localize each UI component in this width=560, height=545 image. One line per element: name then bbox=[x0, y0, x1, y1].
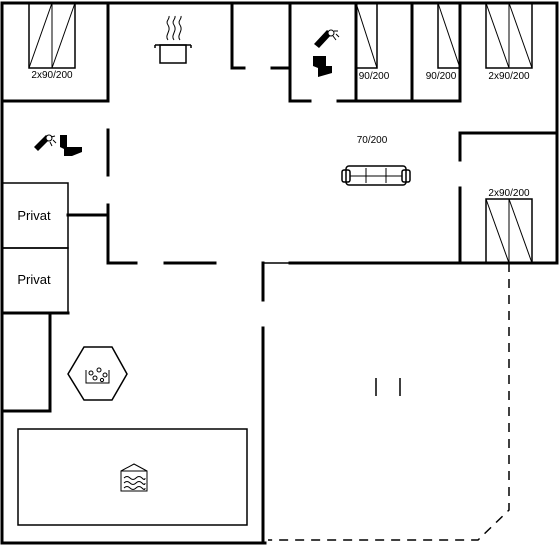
bed-label-living: 70/200 bbox=[357, 135, 388, 146]
bed-right-lower: 2x90/200 bbox=[485, 188, 533, 264]
privat-label-1: Privat bbox=[17, 208, 51, 223]
bed-label-top-mid-a: 90/200 bbox=[359, 71, 390, 82]
cooking-pot-icon bbox=[154, 15, 192, 64]
terrace-outline bbox=[268, 263, 510, 541]
bed-label-top-mid-b: 90/200 bbox=[426, 71, 457, 82]
swimming-pool bbox=[17, 428, 248, 526]
bed-label-right-lower: 2x90/200 bbox=[488, 188, 530, 199]
privat-room-2: Privat bbox=[1, 247, 69, 314]
shower-toilet-icon-left bbox=[34, 134, 82, 156]
privat-room-1: Privat bbox=[1, 182, 69, 249]
interior-walls bbox=[0, 1, 559, 413]
bed-label-top-right: 2x90/200 bbox=[488, 71, 530, 82]
bed-label-top-left: 2x90/200 bbox=[31, 70, 73, 81]
privat-label-2: Privat bbox=[17, 272, 51, 287]
shower-toilet-icon-top bbox=[313, 29, 340, 77]
bed-top-mid-a: 90/200 bbox=[355, 2, 390, 82]
bed-top-mid-b: 90/200 bbox=[426, 2, 461, 82]
whirlpool-icon bbox=[67, 346, 128, 401]
swimming-pool-icon bbox=[120, 463, 148, 492]
sofa-icon bbox=[341, 165, 411, 186]
bed-top-right: 2x90/200 bbox=[485, 2, 533, 82]
bed-top-left: 2x90/200 bbox=[28, 2, 76, 81]
